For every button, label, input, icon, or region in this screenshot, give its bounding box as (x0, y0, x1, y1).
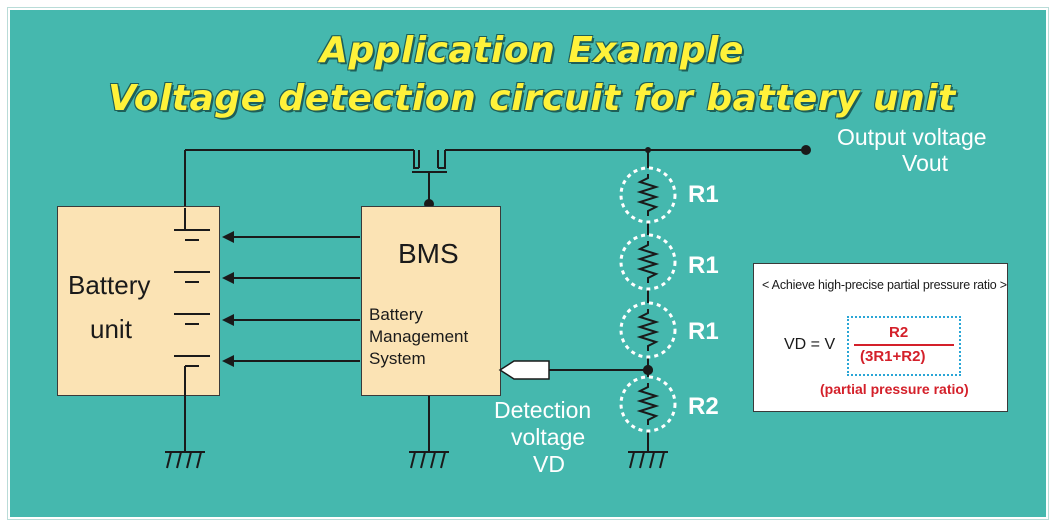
resistor-r1-bottom (619, 301, 677, 359)
formula-header: < Achieve high-precise partial pressure … (762, 278, 1007, 292)
detection-label-line3: VD (533, 451, 565, 477)
resistor-r1-middle (619, 233, 677, 291)
title-line1: Application Example (320, 30, 744, 71)
signal-arrow-4 (222, 355, 234, 367)
resistor-label-2: R1 (688, 252, 719, 279)
formula-fraction-box (847, 316, 961, 376)
resistor-r1-top (619, 166, 677, 224)
output-label-line2: Vout (902, 150, 949, 176)
signal-arrow-2 (222, 272, 234, 284)
rail-junction-node (645, 147, 651, 153)
bms-subtitle-line2: Management (369, 327, 469, 346)
resistor-label-3: R1 (688, 318, 719, 345)
battery-unit-box (57, 206, 220, 396)
formula-numerator: R2 (889, 324, 909, 341)
formula-lhs: VD = V (784, 336, 836, 353)
bms-subtitle-line1: Battery (369, 305, 423, 324)
signal-arrow-3 (222, 314, 234, 326)
resistor-label-4: R2 (688, 393, 719, 420)
formula-caption: (partial pressure ratio) (820, 381, 969, 397)
battery-label-line1: Battery (68, 270, 151, 300)
detection-label-line1: Detection (494, 397, 592, 423)
formula-fraction-bar (854, 344, 954, 346)
title-line2: Voltage detection circuit for battery un… (108, 78, 956, 119)
mosfet-switch (412, 150, 447, 204)
output-terminal-node (801, 145, 811, 155)
ground-symbol-battery (165, 451, 205, 469)
detection-label-line2: voltage (511, 424, 586, 450)
signal-arrow-1 (222, 231, 234, 243)
resistor-r2 (619, 375, 677, 433)
output-label-line1: Output voltage (837, 124, 987, 150)
battery-label-line2: unit (90, 314, 132, 344)
ground-symbol-bms (409, 451, 449, 469)
bms-title: BMS (398, 238, 459, 269)
formula-denominator: (3R1+R2) (860, 348, 926, 365)
ground-symbol-resistors (628, 440, 668, 469)
bms-subtitle-line3: System (369, 349, 426, 368)
battery-cell-stack (174, 208, 210, 396)
bms-box (361, 206, 501, 396)
resistor-label-1: R1 (688, 181, 719, 208)
detection-connector (498, 360, 550, 380)
formula-box: < Achieve high-precise partial pressure … (753, 263, 1008, 412)
